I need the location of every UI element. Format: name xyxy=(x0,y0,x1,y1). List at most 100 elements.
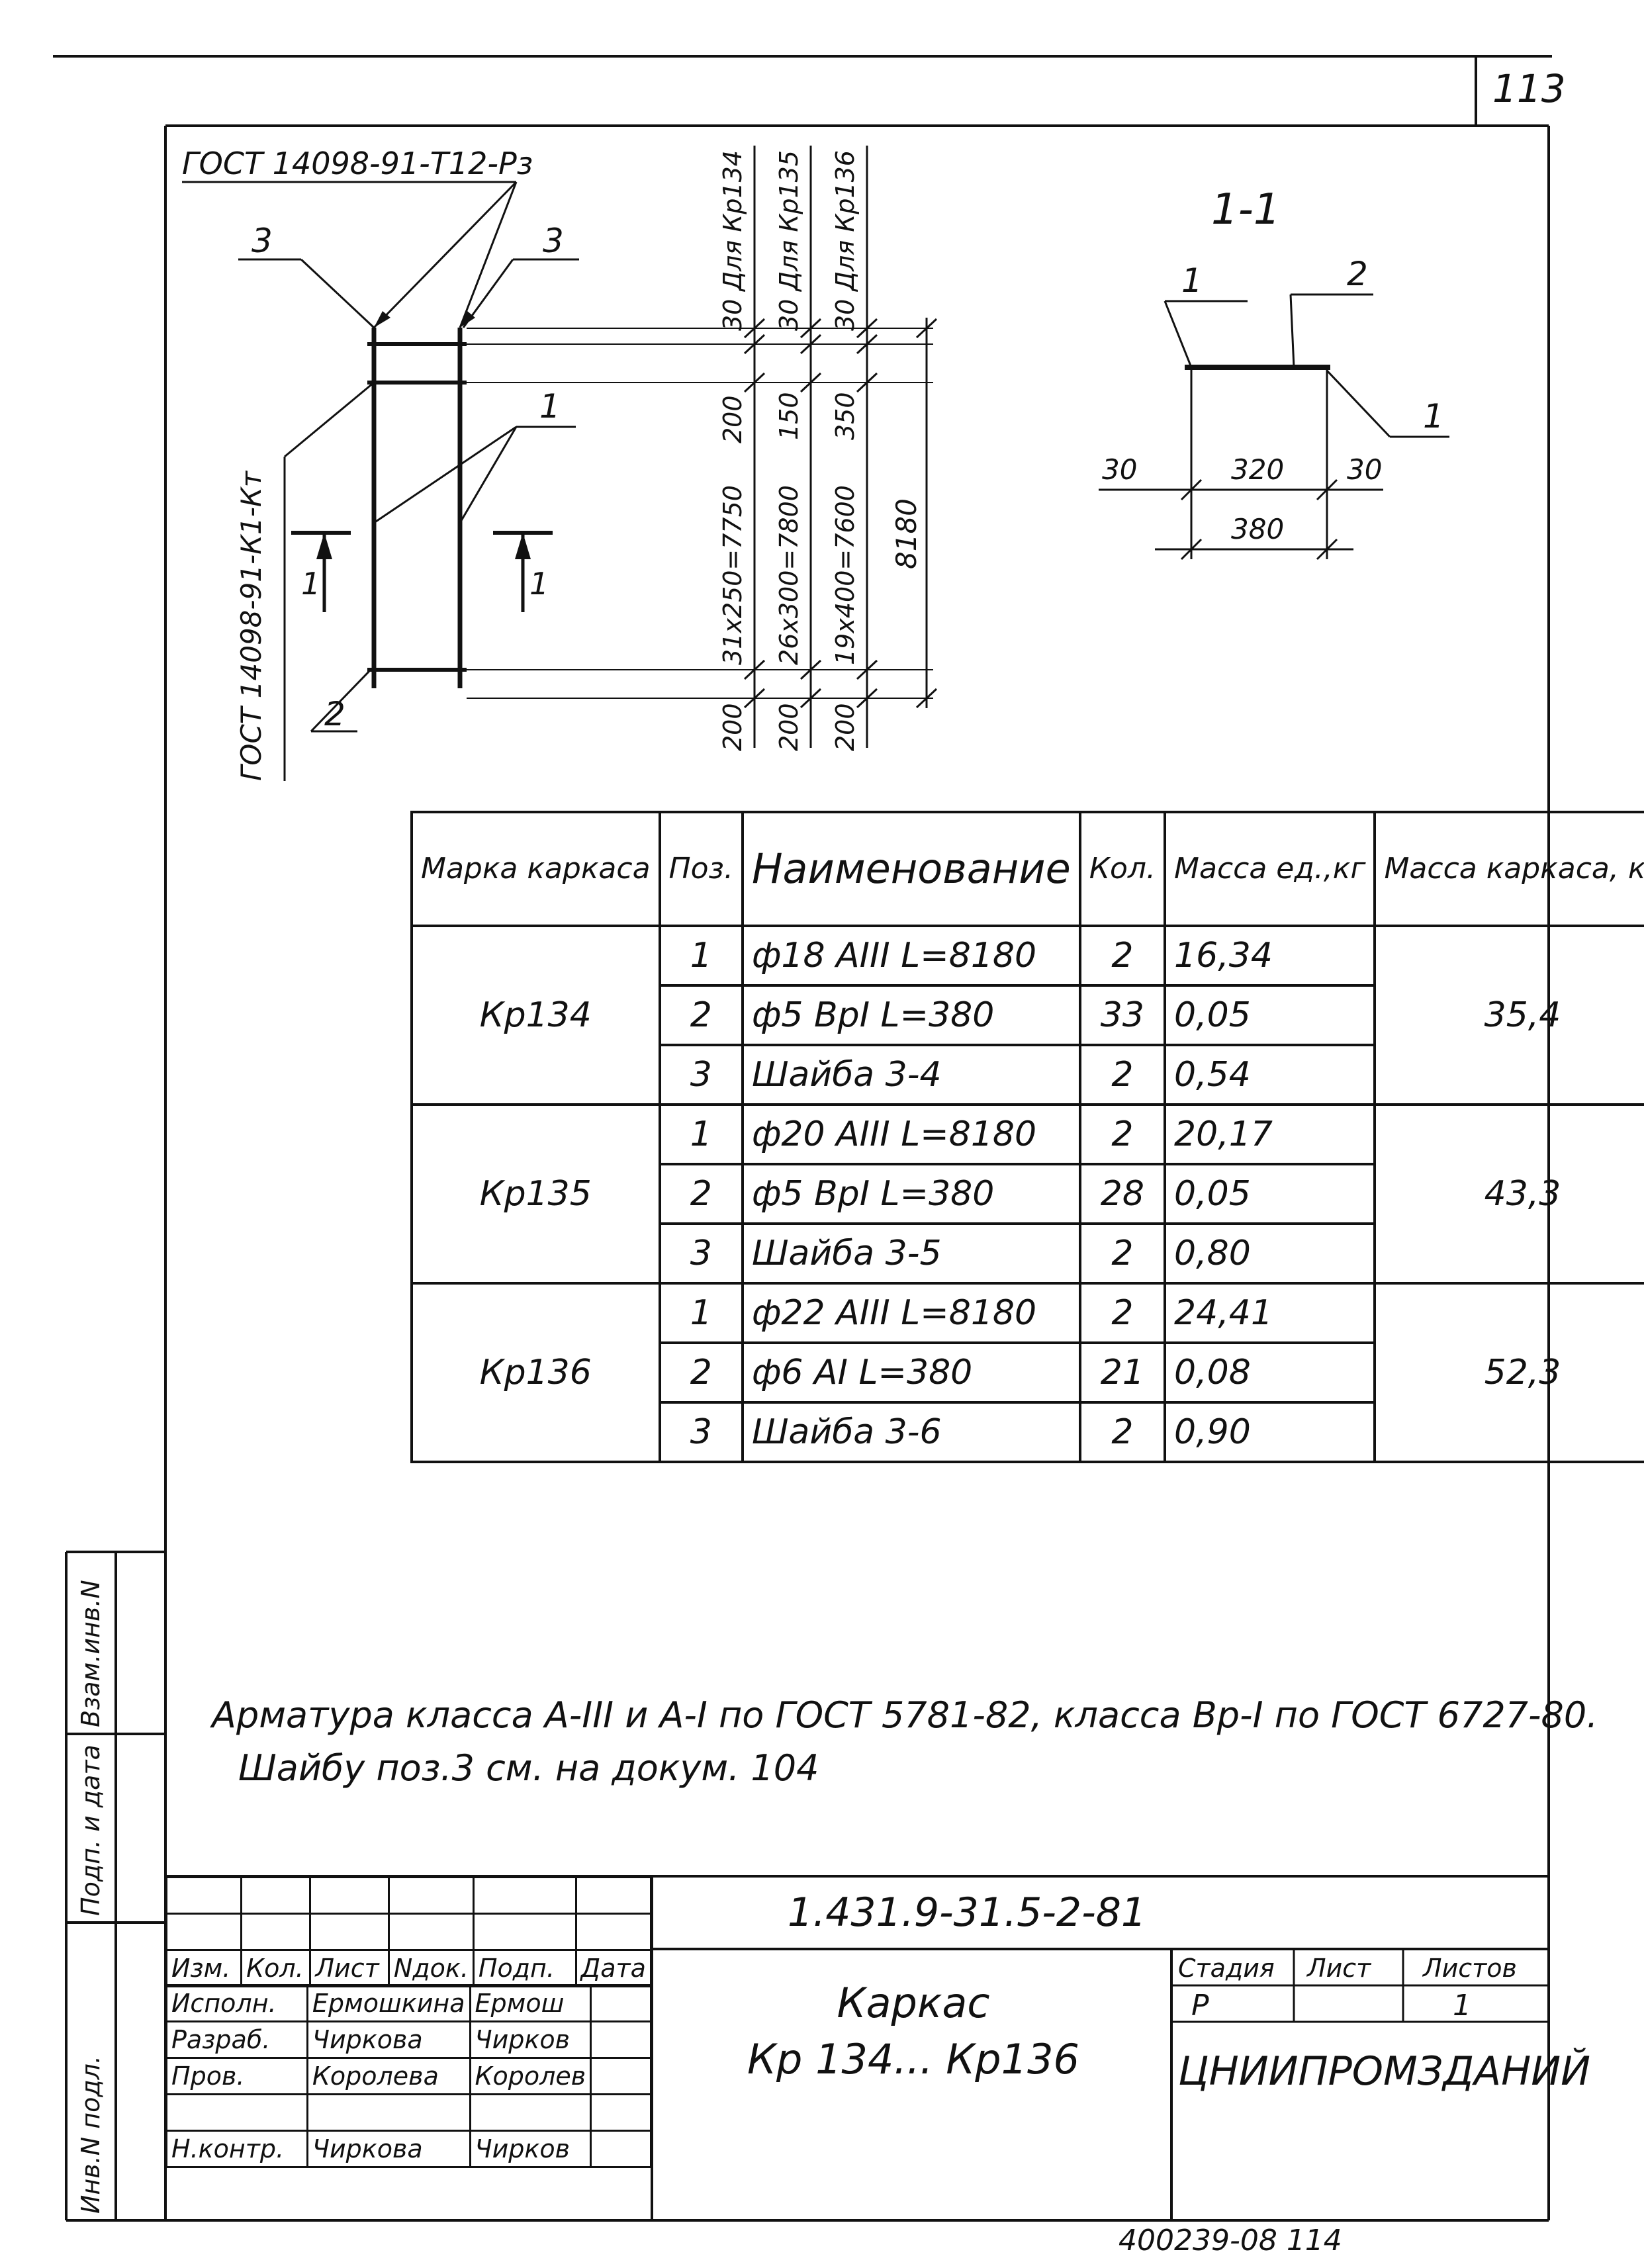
pos-cell: 2 xyxy=(658,984,744,1046)
dim-col1-top: 30 Для Кр134 xyxy=(718,150,747,331)
name-cell: Ермошкина xyxy=(306,1984,471,2022)
mass-cell: 0,05 xyxy=(1164,1163,1377,1225)
table-row: Кр136 1 ф22 АIII L=8180 2 24,41 52,3 xyxy=(410,1282,1644,1463)
side-stamp-inv-podl: Инв.N подл. xyxy=(76,2056,105,2214)
footer-stamp: 400239-08 114 xyxy=(1119,2224,1342,2257)
title-block-changes: Изм. Кол. Лист Nдок. Подп. Дата xyxy=(165,1876,653,1987)
section-dim-mid: 320 xyxy=(1231,453,1285,486)
leader-3-left xyxy=(300,258,375,329)
head-podp: Подп. xyxy=(472,1949,577,1987)
qty-cell: 28 xyxy=(1078,1163,1167,1225)
role-cell: Разраб. xyxy=(165,2020,308,2059)
section-leader-1-left-label: 1 xyxy=(1181,261,1203,300)
pos-cell: 3 xyxy=(658,1044,744,1106)
leader-1-label: 1 xyxy=(539,387,561,426)
section-title: 1-1 xyxy=(1211,185,1281,234)
signature-row: Разраб. Чиркова Чирков xyxy=(165,2020,652,2059)
side-stamp-podp-data: Подп. и дата xyxy=(76,1745,105,1916)
sign-cell: Королев xyxy=(469,2057,592,2095)
name-cell: ф22 АIII L=8180 xyxy=(741,1282,1081,1344)
note-line-2: Шайбу поз.3 см. на докум. 104 xyxy=(238,1747,819,1789)
signature-row: Исполн. Ермошкина Ермош xyxy=(165,1984,652,2022)
mass-cell: 0,05 xyxy=(1164,984,1377,1046)
dim-col3-upper: 350 xyxy=(831,392,860,440)
table-header-row: Марка каркаса Поз. Наименование Кол. Мас… xyxy=(410,811,1644,927)
table-row: Кр135 1 ф20 АIII L=8180 2 20,17 43,3 xyxy=(410,1103,1644,1285)
frame-mass-cell: 35,4 xyxy=(1373,925,1644,1106)
mass-cell: 0,54 xyxy=(1164,1044,1377,1106)
leader-gost-to-bar-left xyxy=(373,181,518,329)
leader-3-left-label: 3 xyxy=(251,222,273,260)
table-row: 2 ф5 ВрI L=380 33 0,05 xyxy=(412,984,1644,1046)
leader-gost-to-bar-right xyxy=(459,181,518,328)
pos-cell: 3 xyxy=(658,1222,744,1285)
role-cell xyxy=(165,2093,308,2132)
note-line-1: Арматура класса А-III и А-I по ГОСТ 5781… xyxy=(212,1694,1598,1736)
frame-mark-cell: Кр134 xyxy=(410,925,661,1106)
table-row: 3 Шайба 3-6 2 0,90 xyxy=(412,1401,1644,1463)
dim-total: 8180 xyxy=(890,498,923,569)
section-leader-2-label: 2 xyxy=(1347,255,1368,293)
signature-row: Пров. Королева Королев xyxy=(165,2057,652,2095)
sign-cell: Чирков xyxy=(469,2020,592,2059)
sheet-label: Лист xyxy=(1307,1954,1371,1983)
sign-cell xyxy=(469,2093,592,2132)
section-leader-1-right-label: 1 xyxy=(1423,397,1444,435)
qty-cell: 2 xyxy=(1078,1401,1167,1463)
dim-col2-bottom: 200 xyxy=(774,703,803,751)
role-cell: Пров. xyxy=(165,2057,308,2095)
section-dim-right: 30 xyxy=(1347,453,1383,486)
gost-side-label: ГОСТ 14098-91-К1-Кт xyxy=(235,471,267,781)
head-kol: Кол. xyxy=(240,1949,312,1987)
leader-2 xyxy=(310,668,372,733)
qty-cell: 2 xyxy=(1078,1103,1167,1165)
title-block-signatures: Исполн. Ермошкина Ермош Разраб. Чиркова … xyxy=(165,1984,652,2168)
qty-cell: 2 xyxy=(1078,1282,1167,1344)
name-cell: Чиркова xyxy=(306,2020,471,2059)
qty-cell: 33 xyxy=(1078,984,1167,1046)
dim-col3-top: 30 Для Кр136 xyxy=(831,150,860,331)
mass-cell: 16,34 xyxy=(1164,925,1377,987)
signature-row: Н.контр. Чиркова Чирков xyxy=(165,2130,652,2168)
dimension-ticks xyxy=(743,318,938,709)
sign-cell: Чирков xyxy=(469,2130,592,2168)
section-leader-1 xyxy=(1164,300,1193,368)
pos-cell: 1 xyxy=(658,1103,744,1165)
pos-cell: 1 xyxy=(658,925,744,987)
stage-value: Р xyxy=(1191,1989,1209,2022)
dim-col2-upper: 150 xyxy=(774,392,803,440)
side-stamp-vzam-inv: Взам.инв.N xyxy=(76,1580,105,1727)
role-cell: Исполн. xyxy=(165,1984,308,2022)
title-block-head-row: Изм. Кол. Лист Nдок. Подп. Дата xyxy=(165,1949,653,1987)
head-list: Лист xyxy=(309,1949,390,1987)
name-cell xyxy=(306,2093,471,2132)
sheets-label: Листов xyxy=(1423,1954,1517,1983)
drawing-title-line-1: Каркас xyxy=(837,1979,990,2027)
gost-top-label: ГОСТ 14098-91-Т12-Рз xyxy=(182,146,533,181)
sheet-number: 113 xyxy=(1492,66,1566,111)
header-mass-unit: Масса ед.,кг xyxy=(1164,811,1377,927)
signature-row xyxy=(165,2093,652,2132)
mass-cell: 20,17 xyxy=(1164,1103,1377,1165)
qty-cell: 2 xyxy=(1078,1222,1167,1285)
dim-col3-mid: 19х400=7600 xyxy=(831,485,860,665)
head-data: Дата xyxy=(574,1949,653,1987)
name-cell: Шайба 3-4 xyxy=(741,1044,1081,1106)
table-row: 2 ф5 ВрI L=380 28 0,05 xyxy=(412,1163,1644,1225)
qty-cell: 2 xyxy=(1078,925,1167,987)
name-cell: Шайба 3-6 xyxy=(741,1401,1081,1463)
header-name: Наименование xyxy=(741,811,1081,927)
organization-name: ЦНИИПРОМЗДАНИЙ xyxy=(1178,2048,1591,2095)
header-pos: Поз. xyxy=(658,811,744,927)
dim-col1-mid: 31х250=7750 xyxy=(718,485,747,665)
dim-col2-mid: 26х300=7800 xyxy=(774,485,803,665)
pos-cell: 1 xyxy=(658,1282,744,1344)
qty-cell: 2 xyxy=(1078,1044,1167,1106)
section-mark-right-label: 1 xyxy=(529,566,549,602)
drawing-title-line-2: Кр 134... Кр136 xyxy=(747,2035,1079,2083)
head-izm: Изм. xyxy=(165,1949,243,1987)
mass-cell: 24,41 xyxy=(1164,1282,1377,1344)
role-cell: Н.контр. xyxy=(165,2130,308,2168)
frame-mass-cell: 52,3 xyxy=(1373,1282,1644,1463)
section-leader-1-right xyxy=(1326,369,1391,438)
